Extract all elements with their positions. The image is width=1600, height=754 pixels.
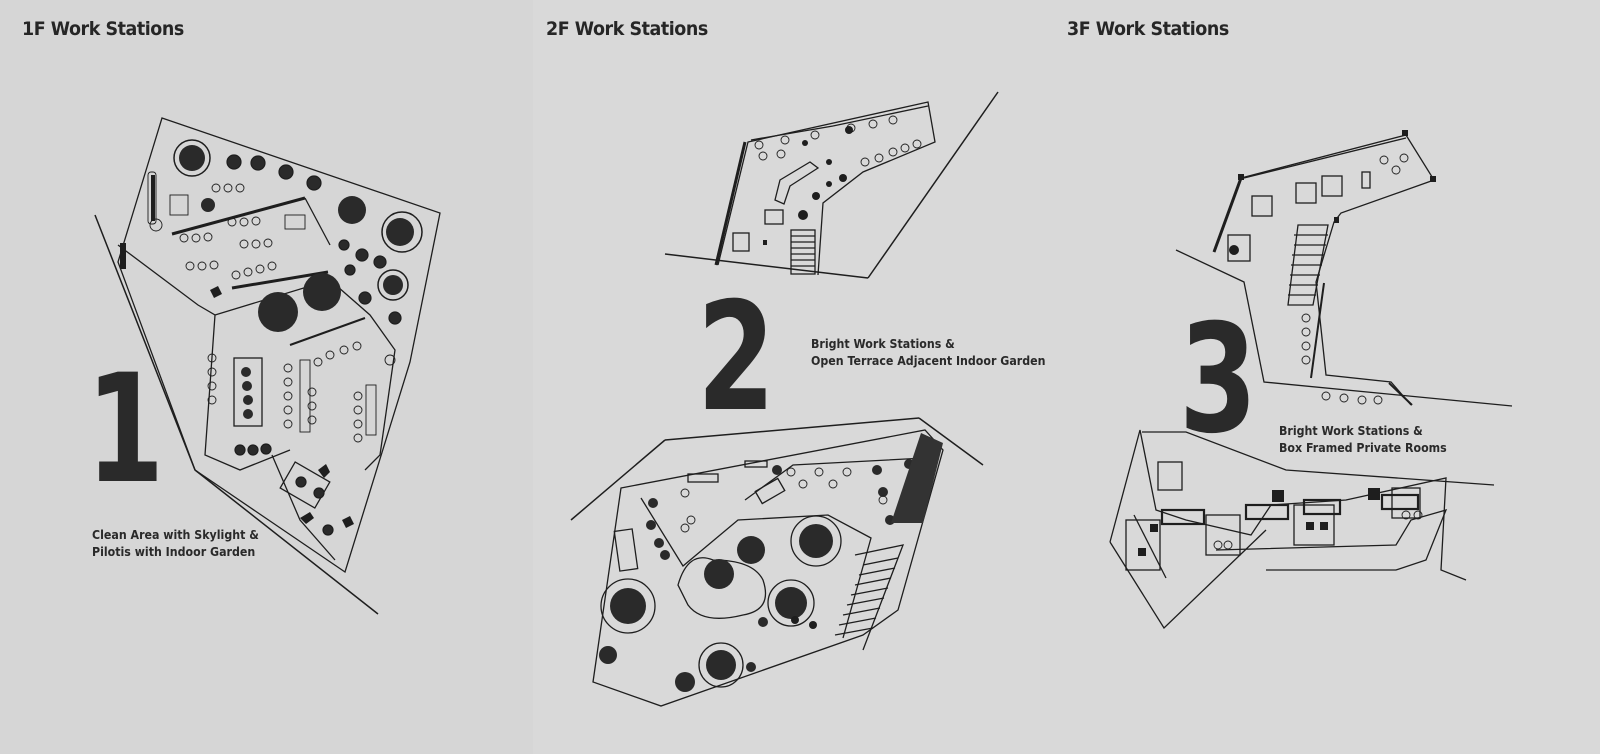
floor-number: 3 bbox=[1179, 293, 1258, 467]
floor-caption: Bright Work Stations & Box Framed Privat… bbox=[1279, 423, 1447, 457]
floor-plan-1f bbox=[94, 117, 441, 615]
floor-caption: Clean Area with Skylight & Pilotis with … bbox=[92, 527, 259, 561]
caption-line-2: Pilotis with Indoor Garden bbox=[92, 545, 256, 559]
panel-1f: 1F Work Stations bbox=[0, 0, 533, 754]
panel-3f: 3F Work Stations bbox=[1066, 0, 1600, 754]
caption-line-2: Box Framed Private Rooms bbox=[1279, 441, 1447, 455]
caption-line-1: Clean Area with Skylight & bbox=[92, 528, 259, 542]
floor-caption: Bright Work Stations & Open Terrace Adja… bbox=[811, 336, 1045, 370]
panel-title: 1F Work Stations bbox=[22, 18, 184, 40]
plan-outline bbox=[117, 117, 441, 574]
floor-number: 2 bbox=[697, 271, 776, 445]
panel-title: 2F Work Stations bbox=[546, 18, 708, 40]
floor-plan-2f bbox=[570, 91, 999, 707]
floor-plan-3f bbox=[1109, 130, 1513, 630]
caption-line-1: Bright Work Stations & bbox=[1279, 424, 1423, 438]
caption-line-2: Open Terrace Adjacent Indoor Garden bbox=[811, 354, 1046, 368]
panel-2f: 2F Work Stations bbox=[533, 0, 1066, 754]
floor-number: 1 bbox=[86, 343, 165, 517]
panel-title: 3F Work Stations bbox=[1067, 18, 1229, 40]
caption-line-1: Bright Work Stations & bbox=[811, 337, 955, 351]
